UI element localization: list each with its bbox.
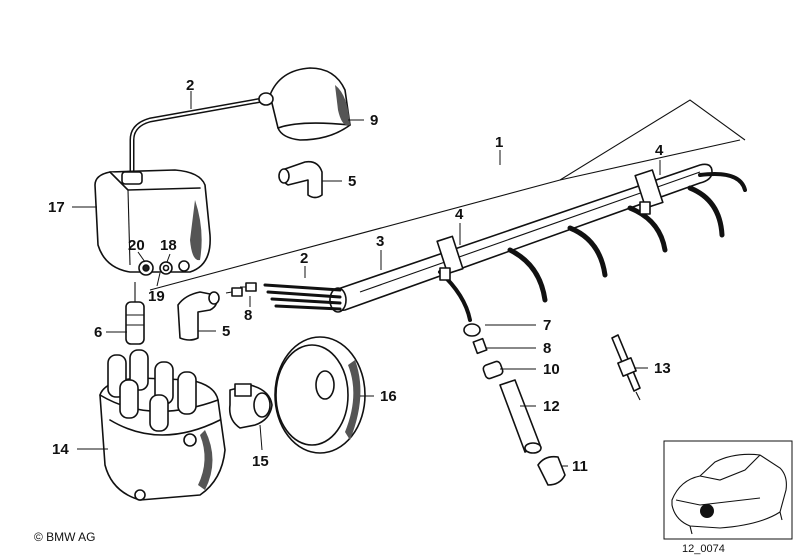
plug-connector-lower[interactable] <box>177 291 220 341</box>
callout-11: 11 <box>572 458 588 475</box>
lead-rod[interactable] <box>499 379 542 454</box>
callout-5-lower: 5 <box>222 323 230 340</box>
plug-connector-upper[interactable] <box>278 160 323 199</box>
car-outline-icon <box>671 453 787 535</box>
callout-17: 17 <box>48 199 65 216</box>
callout-18: 18 <box>160 237 177 254</box>
callout-8-left: 8 <box>244 307 252 324</box>
callout-10: 10 <box>543 361 560 378</box>
distributor-rotor[interactable] <box>228 383 273 429</box>
reference-code: 12_0074 <box>682 543 725 555</box>
callout-7: 7 <box>543 317 551 334</box>
callout-1: 1 <box>495 134 503 151</box>
ht-lead-upper[interactable] <box>129 97 265 178</box>
distributor-cap[interactable] <box>99 349 226 501</box>
callout-4-left: 4 <box>455 206 464 223</box>
callout-8-right: 8 <box>543 340 551 357</box>
callout-19: 19 <box>148 288 165 305</box>
lead-grommet[interactable] <box>482 360 504 380</box>
callout-13: 13 <box>654 360 671 377</box>
lead-terminal-right[interactable] <box>472 337 488 355</box>
callout-9: 9 <box>370 112 378 129</box>
location-marker-icon <box>700 504 714 518</box>
vehicle-locator-inset: 12_0074 <box>663 440 793 555</box>
callout-5-upper: 5 <box>348 173 356 190</box>
callout-12: 12 <box>543 398 560 415</box>
harness-leads-out <box>263 283 342 311</box>
lead-boot[interactable] <box>537 455 566 486</box>
cap-towers <box>107 349 197 432</box>
suppressor-cap[interactable] <box>258 67 351 141</box>
leader-lines <box>72 91 661 467</box>
callout-3: 3 <box>376 233 384 250</box>
dust-shield[interactable] <box>274 336 366 454</box>
callout-2-upper: 2 <box>186 77 194 94</box>
callout-14: 14 <box>52 441 69 458</box>
callout-6: 6 <box>94 324 102 341</box>
coil-fasteners[interactable] <box>138 260 190 276</box>
callout-4-right: 4 <box>655 142 664 159</box>
panel-outline <box>149 99 746 291</box>
callout-20: 20 <box>128 237 145 254</box>
callout-labels: 2 9 5 17 20 18 19 6 5 14 15 16 1 3 4 4 2… <box>48 77 671 475</box>
ignition-harness[interactable] <box>263 163 747 322</box>
terminals-left[interactable] <box>225 282 257 297</box>
callout-15: 15 <box>252 453 269 470</box>
spark-plug[interactable] <box>611 334 641 401</box>
ignition-coil[interactable] <box>94 169 211 273</box>
harness-clip-a[interactable] <box>436 235 464 281</box>
callout-2-lower: 2 <box>300 250 308 267</box>
callout-16: 16 <box>380 388 397 405</box>
lead-sleeve[interactable] <box>463 323 481 337</box>
ht-lead-terminal[interactable] <box>125 282 145 345</box>
harness-clip-b[interactable] <box>634 169 664 215</box>
copyright-text: © BMW AG <box>34 530 96 544</box>
